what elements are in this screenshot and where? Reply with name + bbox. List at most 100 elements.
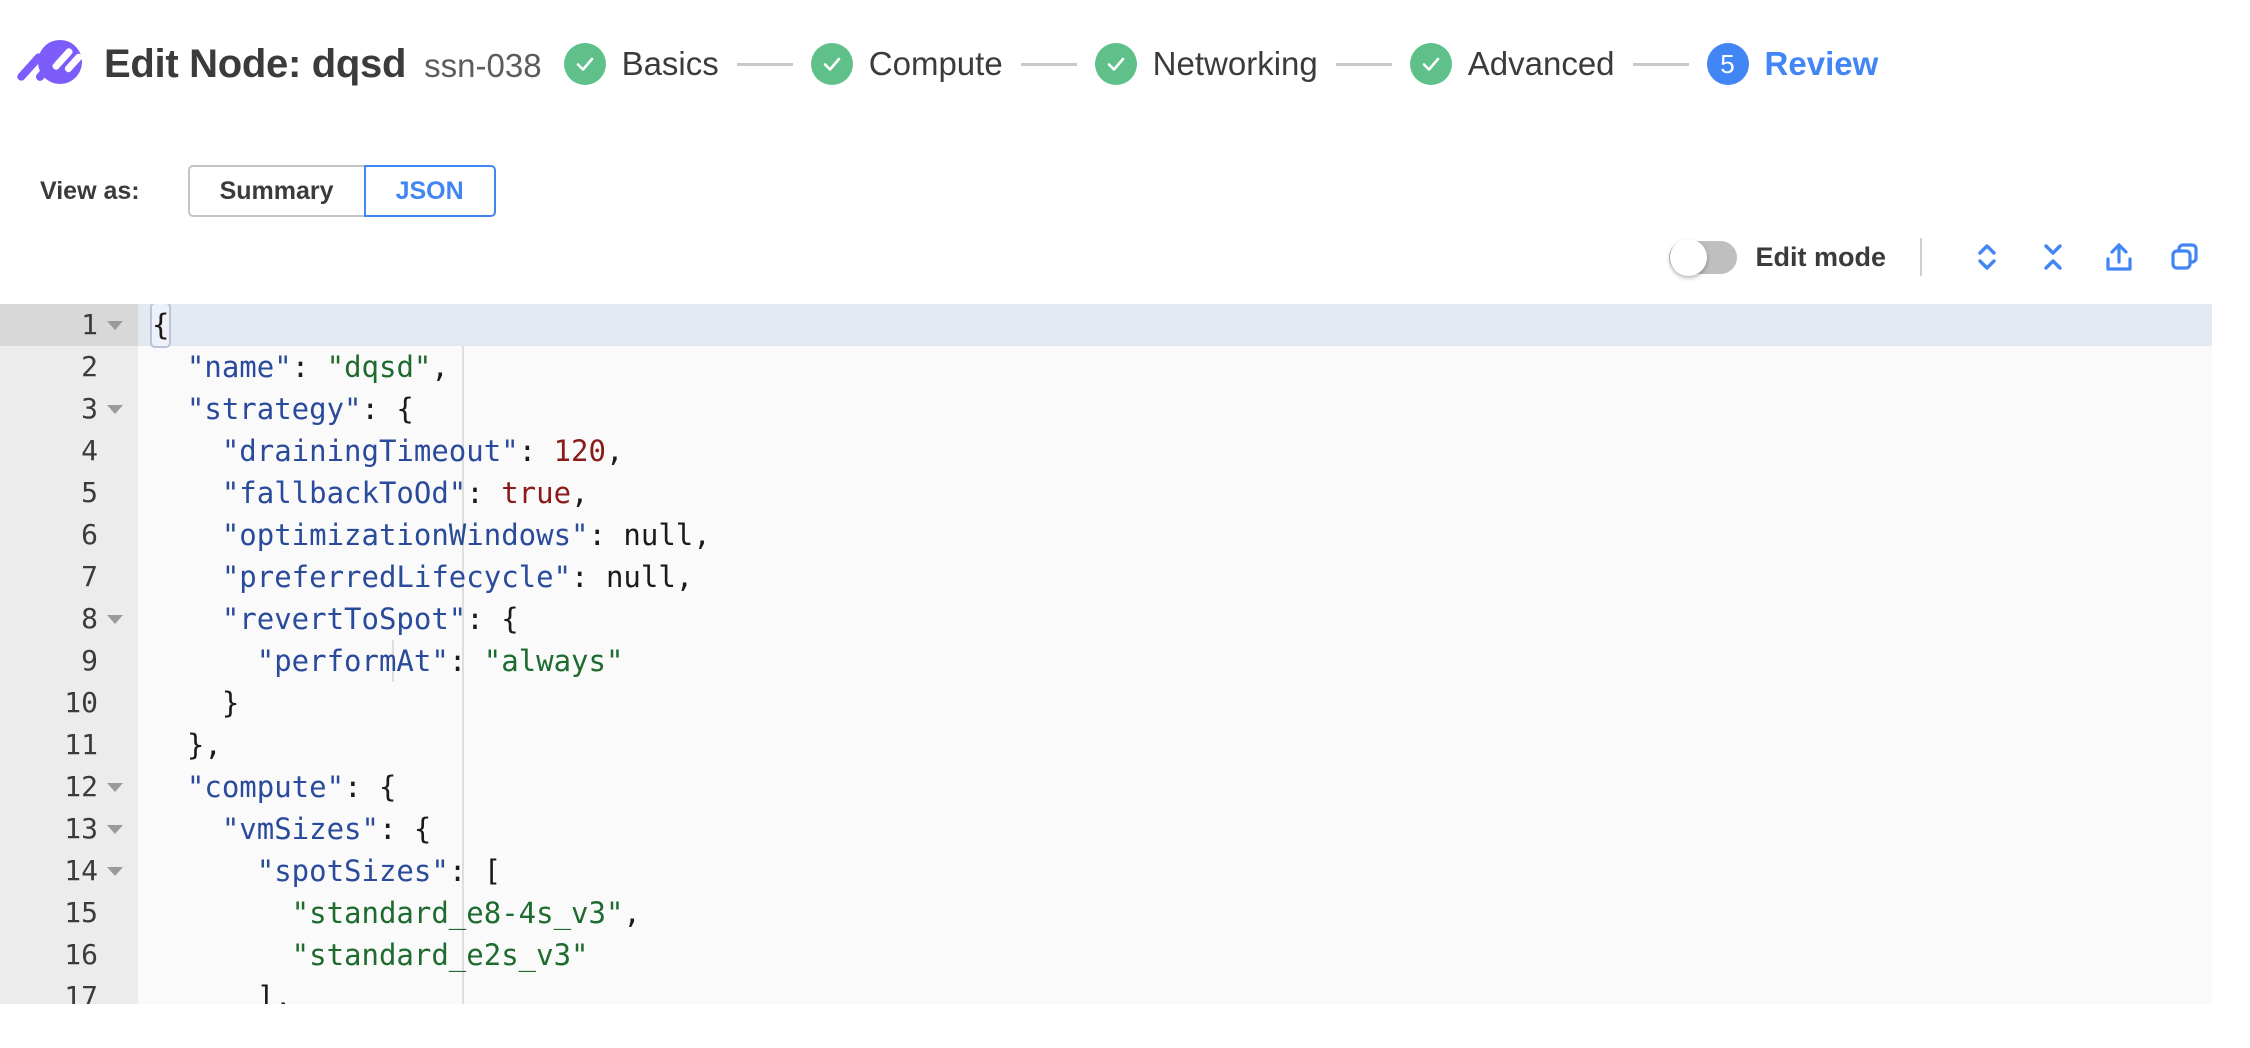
step-number-badge: 5 xyxy=(1706,43,1749,85)
collapse-all-icon[interactable] xyxy=(2026,235,2080,279)
line-gutter: 2 xyxy=(0,346,138,388)
view-as-segmented-control[interactable]: Summary JSON xyxy=(187,165,496,217)
fold-toggle-icon[interactable] xyxy=(102,405,128,414)
fold-toggle-icon[interactable] xyxy=(102,615,128,624)
line-number: 6 xyxy=(81,518,98,551)
indent-guide xyxy=(462,346,464,1004)
line-number: 14 xyxy=(64,854,98,887)
line-number: 2 xyxy=(81,350,98,383)
code-text: "strategy": { xyxy=(152,392,414,426)
check-icon xyxy=(1409,43,1452,85)
line-gutter: 4 xyxy=(0,430,138,472)
code-line[interactable]: 16 "standard_e2s_v3" xyxy=(0,934,2212,976)
wizard-stepper: Basics Compute Networking Advanced xyxy=(563,43,1879,85)
code-line[interactable]: 8 "revertToSpot": { xyxy=(0,598,2212,640)
line-gutter: 10 xyxy=(0,682,138,724)
step-label: Compute xyxy=(868,45,1003,82)
code-line[interactable]: 9 "performAt": "always" xyxy=(0,640,2212,682)
code-text: "preferredLifecycle": null, xyxy=(152,560,694,594)
step-label: Review xyxy=(1764,45,1879,82)
line-gutter: 13 xyxy=(0,808,138,850)
view-as-json-button[interactable]: JSON xyxy=(363,165,496,217)
code-line[interactable]: 1 { xyxy=(0,304,2212,348)
line-number: 7 xyxy=(81,560,98,593)
code-text: "name": "dqsd", xyxy=(152,350,449,384)
code-text: "fallbackToOd": true, xyxy=(152,476,589,510)
line-number: 12 xyxy=(64,770,98,803)
fold-toggle-icon[interactable] xyxy=(102,783,128,792)
step-label: Networking xyxy=(1152,45,1318,82)
spot-comet-logo xyxy=(15,36,84,92)
code-line[interactable]: 14 "spotSizes": [ xyxy=(0,850,2212,892)
line-number: 13 xyxy=(64,812,98,845)
step-compute[interactable]: Compute xyxy=(810,43,1003,85)
line-number: 9 xyxy=(81,644,98,677)
line-number: 5 xyxy=(81,476,98,509)
step-label: Advanced xyxy=(1467,45,1615,82)
copy-icon[interactable] xyxy=(2158,235,2212,279)
code-line[interactable]: 3 "strategy": { xyxy=(0,388,2212,430)
code-text: } xyxy=(152,686,240,720)
line-gutter: 8 xyxy=(0,598,138,640)
code-line[interactable]: 12 "compute": { xyxy=(0,766,2212,808)
code-line[interactable]: 2 "name": "dqsd", xyxy=(0,346,2212,388)
code-line[interactable]: 11 }, xyxy=(0,724,2212,766)
edit-mode-toggle[interactable] xyxy=(1669,238,1738,276)
step-networking[interactable]: Networking xyxy=(1094,43,1318,85)
code-line[interactable]: 7 "preferredLifecycle": null, xyxy=(0,556,2212,598)
step-advanced[interactable]: Advanced xyxy=(1409,43,1615,85)
line-gutter: 14 xyxy=(0,850,138,892)
step-connector xyxy=(1020,62,1077,66)
step-basics[interactable]: Basics xyxy=(563,43,719,85)
fold-toggle-icon[interactable] xyxy=(102,867,128,876)
step-review[interactable]: 5 Review xyxy=(1706,43,1879,85)
editor-toolbar: Edit mode xyxy=(0,218,2250,296)
step-connector xyxy=(1335,62,1392,66)
code-text: "performAt": "always" xyxy=(152,644,624,678)
line-number: 4 xyxy=(81,434,98,467)
code-line[interactable]: 5 "fallbackToOd": true, xyxy=(0,472,2212,514)
line-gutter: 16 xyxy=(0,934,138,976)
expand-all-icon[interactable] xyxy=(1960,235,2014,279)
code-text: "standard_e8-4s_v3", xyxy=(152,896,641,930)
page-header: Edit Node: dqsd ssn-038 Basics Compute N… xyxy=(0,0,2250,128)
fold-toggle-icon[interactable] xyxy=(102,321,128,330)
check-icon xyxy=(1094,43,1137,85)
code-line[interactable]: 15 "standard_e8-4s_v3", xyxy=(0,892,2212,934)
code-line[interactable]: 10 } xyxy=(0,682,2212,724)
code-text: ], xyxy=(152,980,292,1004)
line-gutter: 5 xyxy=(0,472,138,514)
line-gutter: 3 xyxy=(0,388,138,430)
step-connector xyxy=(736,62,793,66)
code-line[interactable]: 6 "optimizationWindows": null, xyxy=(0,514,2212,556)
toolbar-divider xyxy=(1920,238,1922,276)
code-text: "optimizationWindows": null, xyxy=(152,518,711,552)
line-number: 16 xyxy=(64,938,98,971)
view-as-summary-button[interactable]: Summary xyxy=(187,165,364,217)
view-as-label: View as: xyxy=(40,176,140,205)
step-label: Basics xyxy=(621,45,719,82)
code-text: "compute": { xyxy=(152,770,397,804)
code-text: { xyxy=(138,304,2212,348)
fold-toggle-icon[interactable] xyxy=(102,825,128,834)
line-gutter: 9 xyxy=(0,640,138,682)
view-as-row: View as: Summary JSON xyxy=(0,128,2250,218)
indent-guide xyxy=(392,640,394,682)
line-number: 1 xyxy=(81,308,98,341)
code-text: "vmSizes": { xyxy=(152,812,432,846)
line-number: 15 xyxy=(64,896,98,929)
check-icon xyxy=(563,43,606,85)
line-number: 8 xyxy=(81,602,98,635)
step-number: 5 xyxy=(1720,49,1735,79)
line-gutter: 6 xyxy=(0,514,138,556)
node-id-subtitle: ssn-038 xyxy=(424,46,542,84)
export-icon[interactable] xyxy=(2092,235,2146,279)
line-number: 17 xyxy=(64,980,98,1004)
code-line[interactable]: 4 "drainingTimeout": 120, xyxy=(0,430,2212,472)
line-gutter: 1 xyxy=(0,304,138,346)
json-code-editor[interactable]: 1 { 2 "name": "dqsd", 3 "strategy": { 4 … xyxy=(0,304,2212,1004)
code-text: }, xyxy=(152,728,222,762)
code-line[interactable]: 13 "vmSizes": { xyxy=(0,808,2212,850)
code-line[interactable]: 17 ], xyxy=(0,976,2212,1004)
code-text: "standard_e2s_v3" xyxy=(152,938,589,972)
